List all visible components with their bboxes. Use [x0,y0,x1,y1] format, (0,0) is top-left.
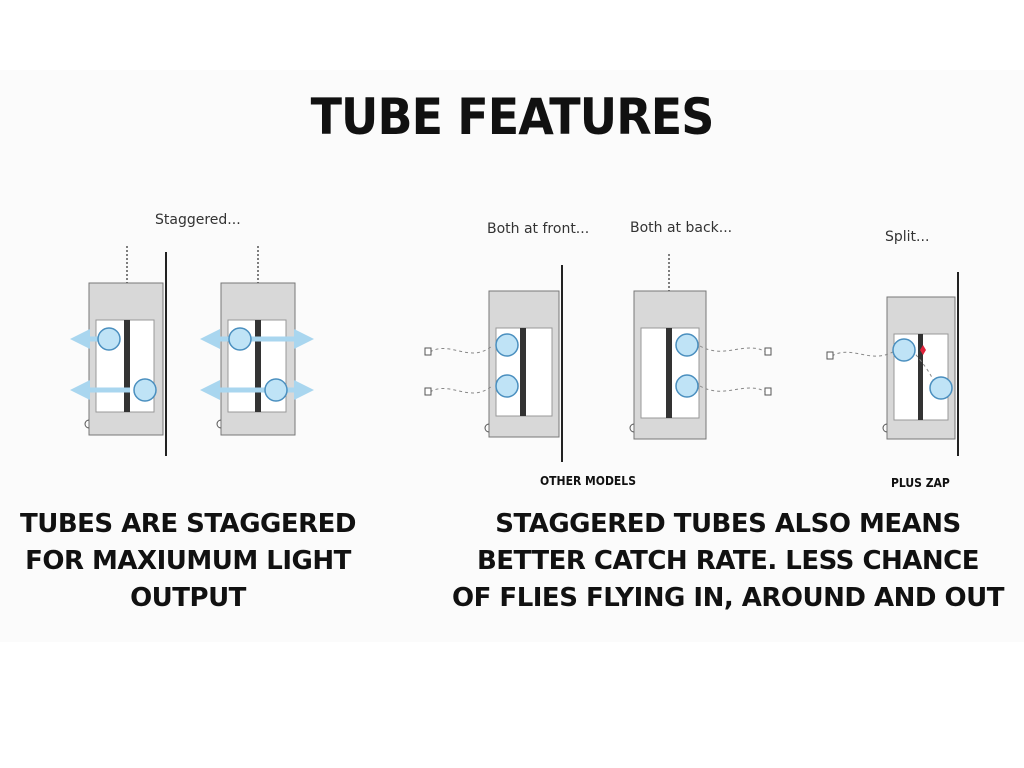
uv-tube-icon [675,374,699,398]
left-description-line: FOR MAXIUMUM LIGHT [25,546,351,576]
uv-tube-icon [892,338,916,362]
unit-staggered-2 [200,246,314,436]
uv-tube-icon [929,376,953,400]
left-description-line: TUBES ARE STAGGERED [19,509,357,539]
uv-tube-icon [97,327,121,351]
left-description: TUBES ARE STAGGERED FOR MAXIUMUM LIGHT O… [8,506,368,617]
uv-tube-icon [495,374,519,398]
label-plus-zap: PLUS ZAP [891,476,950,490]
unit-staggered-1 [70,246,167,456]
unit-both-back [629,254,772,440]
uv-tube-icon [675,333,699,357]
zap-icon [920,345,926,355]
slide-title: TUBE FEATURES [310,88,715,146]
right-description: STAGGERED TUBES ALSO MEANS BETTER CATCH … [438,506,1018,617]
caption-both-at-front: Both at front... [487,221,590,237]
uv-tube-icon [495,333,519,357]
caption-staggered: Staggered... [155,212,241,228]
right-description-line: BETTER CATCH RATE. LESS CHANCE [476,546,980,576]
unit-both-front [424,265,563,462]
label-other-models: OTHER MODELS [540,474,636,488]
caption-split: Split... [885,229,930,245]
left-description-line: OUTPUT [130,583,246,613]
unit-split [826,272,959,456]
right-description-line: OF FLIES FLYING IN, AROUND AND OUT [452,583,1004,613]
uv-tube-icon [133,378,157,402]
right-description-line: STAGGERED TUBES ALSO MEANS [495,509,961,539]
caption-both-at-back: Both at back... [630,220,733,236]
uv-tube-icon [228,327,252,351]
uv-tube-icon [264,378,288,402]
